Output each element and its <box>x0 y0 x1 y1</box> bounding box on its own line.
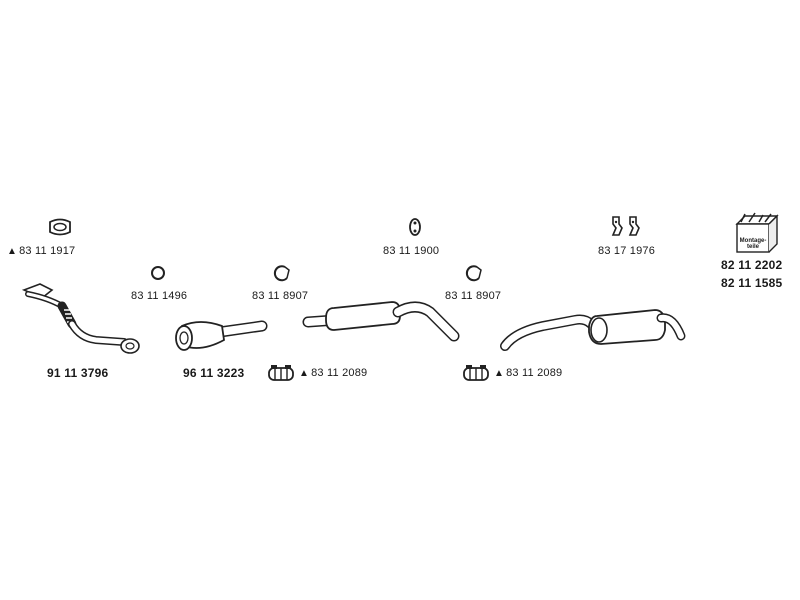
sleeve-clamp-b-label: 83 11 2089 <box>494 367 562 379</box>
front-pipe-drawing <box>18 280 148 365</box>
manifold-gasket-label: 83 11 1917 <box>7 245 75 257</box>
ring-seal-label: 83 11 1496 <box>131 290 188 302</box>
hanger-pair-label: 83 17 1976 <box>598 245 656 257</box>
middle-silencer-drawing <box>298 292 462 351</box>
sleeve-clamp-b-icon <box>462 364 492 389</box>
clamp-a-label: 83 11 8907 <box>252 290 309 302</box>
kit-box-label: Montage-teile <box>739 238 767 250</box>
manifold-gasket-icon <box>47 218 73 241</box>
clamp-a-icon <box>273 264 293 287</box>
sleeve-clamp-a-icon <box>267 364 297 389</box>
catalytic-converter-label: 96 11 3223 <box>183 366 245 380</box>
front-pipe-label: 91 11 3796 <box>47 366 109 380</box>
rear-silencer-drawing <box>497 302 693 363</box>
rubber-mount-label: 83 11 1900 <box>383 245 440 257</box>
rubber-mount-icon <box>407 217 423 242</box>
mounting-kit-2-label: 82 11 1585 <box>721 276 783 290</box>
ring-seal-icon <box>150 265 166 286</box>
clamp-b-label: 83 11 8907 <box>445 290 502 302</box>
catalytic-converter-drawing <box>170 312 268 367</box>
hanger-pair-icon <box>610 214 644 243</box>
mounting-kit-1-label: 82 11 2202 <box>721 258 783 272</box>
sleeve-clamp-a-label: 83 11 2089 <box>299 367 367 379</box>
mounting-kit-box-icon: Montage-teile <box>733 212 781 261</box>
clamp-b-icon <box>465 264 485 287</box>
